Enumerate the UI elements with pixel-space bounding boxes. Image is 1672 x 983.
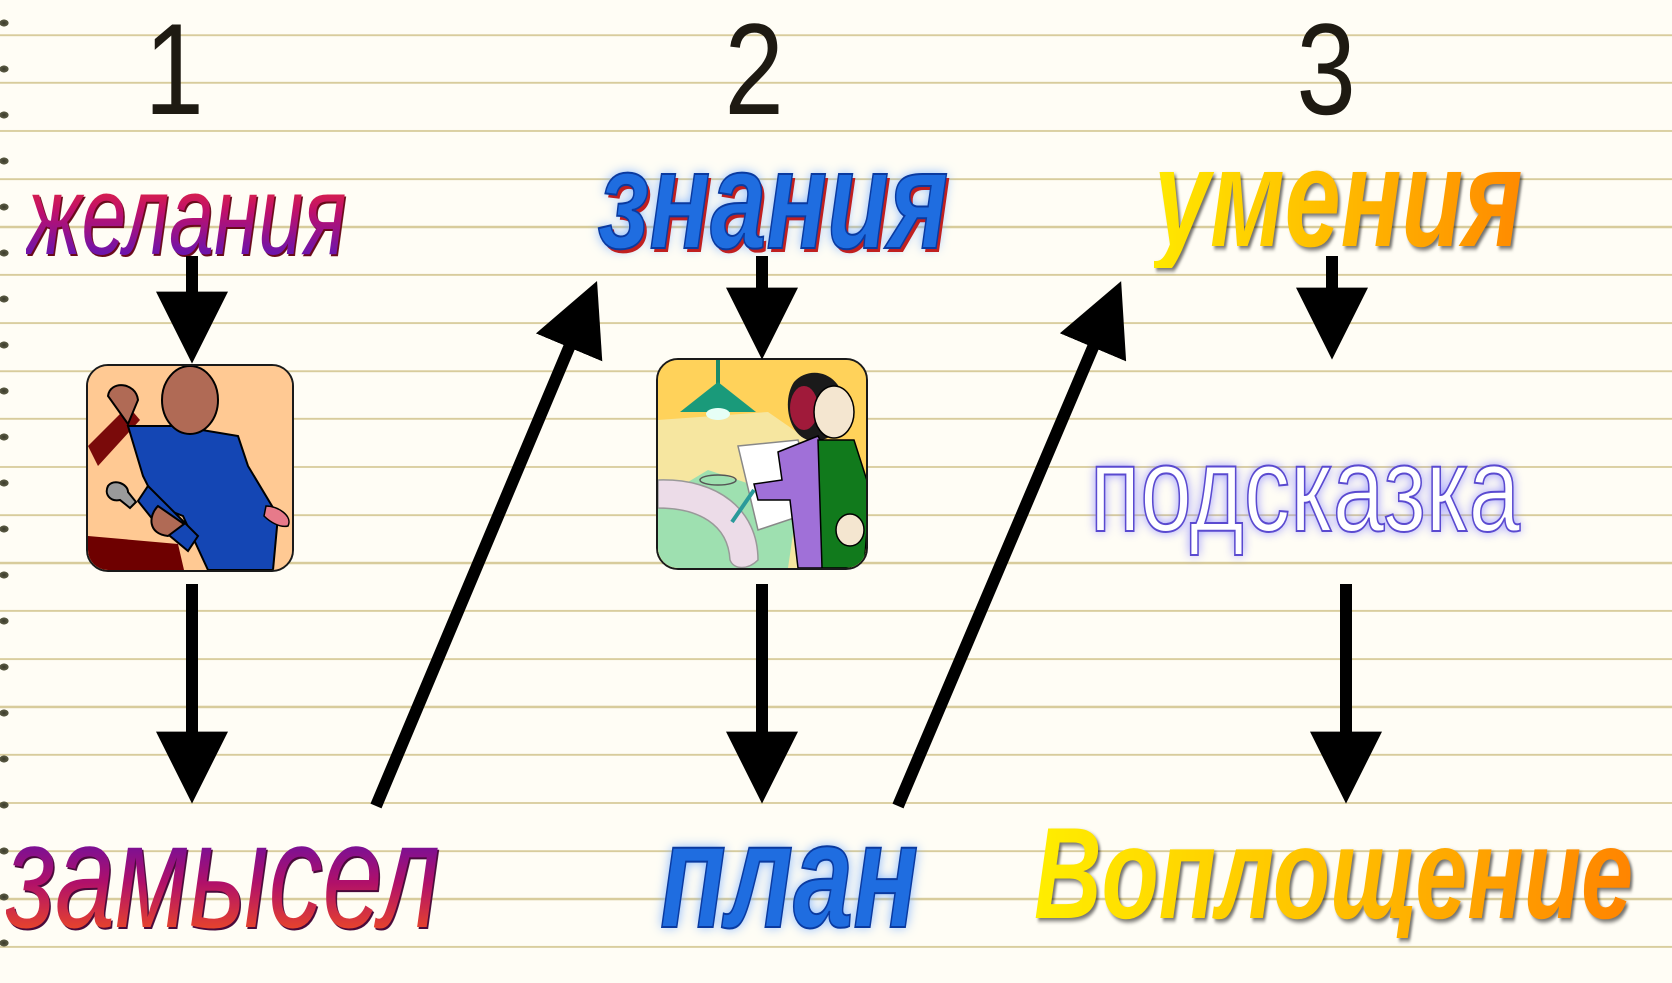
designers-clipart [656,358,868,570]
word-plan: план [659,791,919,959]
word-hint: подсказка [1089,421,1521,557]
worker-image [88,366,292,570]
step-number-3: 3 [1296,0,1356,142]
step-number-2: 2 [724,0,784,142]
worker-clipart [86,364,294,572]
word-knowledge: знания [597,121,949,278]
arrow-idea-to-knowledge [370,281,603,809]
notebook-binding [0,0,18,983]
designers-image [658,360,866,568]
word-embodiment: Воплощение [1034,800,1634,946]
arrow-plan-to-skills [892,281,1127,809]
word-idea: замысел [6,791,440,959]
word-desire: желания [26,153,347,278]
word-skills: умения [1154,119,1523,276]
step-number-1: 1 [144,0,204,142]
